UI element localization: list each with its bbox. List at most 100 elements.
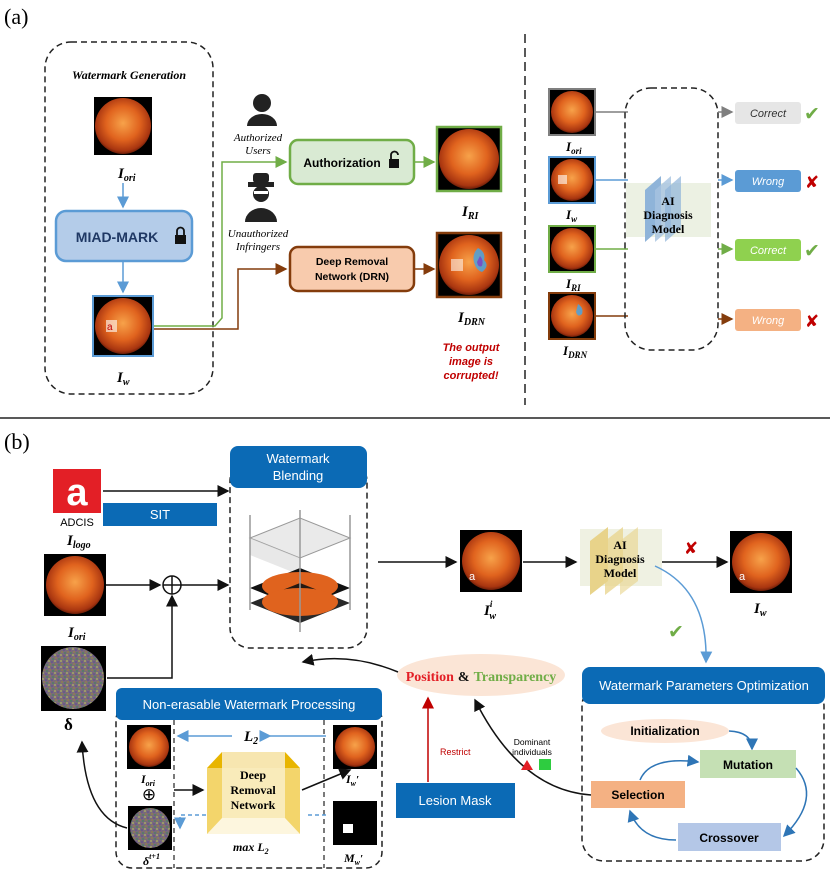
label-i-ori-small: Iori (140, 772, 156, 788)
authorized-users-label-1: Authorized (233, 132, 283, 144)
mutation-label: Mutation (723, 758, 773, 772)
dominant-label-2: individuals (512, 747, 552, 757)
result-box-4 (735, 309, 801, 331)
right-drn-image (548, 292, 596, 340)
authorized-users-label-2: Users (245, 145, 271, 157)
right-label-drn: IDRN (562, 343, 588, 360)
miad-mark-box (54, 209, 194, 263)
fundus-image-iwi: a (460, 530, 522, 592)
ai-model-b-1: AI (613, 538, 627, 552)
fundus-image-ri (435, 125, 503, 193)
check-icon-1: ✔ (804, 104, 820, 125)
unauthorized-label-2: Infringers (235, 241, 280, 253)
result-box-3 (735, 239, 801, 261)
cross-icon-2: ✘ (805, 173, 819, 192)
fundus-image-iw-final: a (730, 531, 792, 593)
adcis-logo-icon: a (53, 469, 101, 514)
noise-image-delta-t (128, 806, 172, 850)
ai-model-b-2: Diagnosis (595, 552, 645, 566)
corrupted-note-1: The output (443, 342, 501, 354)
label-i-ri: IRI (461, 204, 480, 222)
authorized-user-icon (247, 94, 277, 126)
drn-b-label-1: Deep (240, 768, 266, 782)
fundus-image-watermarked: a (92, 295, 154, 357)
non-erasable-box (115, 703, 383, 869)
label-i-drn: IDRN (457, 310, 486, 328)
check-icon-b: ✔ (668, 622, 684, 643)
crossover-box (678, 823, 781, 851)
fundus-image-ori-small (127, 725, 171, 769)
lock-icon (175, 226, 186, 244)
result-box-2 (735, 170, 801, 192)
green-square-icon (539, 759, 551, 770)
authorization-box (288, 138, 416, 186)
label-i-w-final: Iw (753, 601, 767, 619)
drn-block-icon (207, 752, 300, 834)
mask-image-mw-prime (333, 801, 377, 845)
watermark-blending-label-2: Blending (273, 468, 324, 483)
label-i-logo: Ilogo (66, 533, 91, 551)
logo-text: ADCIS (60, 517, 94, 529)
drn-b-label-3: Network (231, 798, 276, 812)
wpo-header (582, 667, 825, 704)
right-ri-image (548, 225, 596, 273)
watermark-blending-label-1: Watermark (266, 451, 330, 466)
max-l2-label: max L2 (233, 840, 269, 856)
mutation-box (700, 750, 796, 778)
dominant-label-1: Dominant (514, 737, 551, 747)
ai-model-3d-icon-b (580, 527, 662, 595)
watermark-blending-box (229, 460, 368, 649)
ai-model-box-a (624, 87, 719, 351)
fundus-image-drn (435, 231, 503, 299)
right-w-image (548, 156, 596, 204)
selection-label: Selection (611, 788, 664, 802)
drn-label-2: Network (DRN) (315, 271, 389, 283)
ai-model-a-2: Diagnosis (643, 208, 693, 222)
corrupted-note-3: corrupted! (444, 370, 499, 382)
lesion-mask-label: Lesion Mask (419, 793, 492, 808)
cross-icon-b: ✘ (684, 539, 698, 558)
sit-label: SIT (150, 507, 170, 522)
position-transparency-label: Position&Transparency (406, 670, 557, 685)
authorization-label: Authorization (303, 156, 380, 170)
wpo-label: Watermark Parameters Optimization (599, 678, 809, 693)
infringer-icon (245, 173, 277, 222)
corrupted-note-2: image is (449, 356, 493, 368)
l2-label: L2 (243, 729, 258, 747)
label-i-w-prime: Iw′ (345, 772, 359, 788)
blending-layers-icon (248, 510, 352, 632)
initialization-ellipse (601, 719, 729, 743)
right-ori-image (548, 88, 596, 136)
svg-text:a: a (469, 571, 476, 583)
fundus-image-ori (94, 97, 152, 155)
watermark-generation-box (44, 41, 214, 395)
label-i-w: Iw (116, 370, 130, 388)
fundus-image-ori-b (44, 554, 106, 616)
result-label-4: Wrong (752, 315, 785, 327)
svg-text:a: a (66, 472, 88, 514)
result-label-2: Wrong (752, 176, 785, 188)
sit-box (103, 503, 217, 526)
ai-model-3d-icon-a (626, 176, 711, 242)
drn-b-label-2: Removal (230, 783, 276, 797)
drn-box (288, 245, 416, 293)
ai-model-b-3: Model (604, 566, 637, 580)
right-label-ori: Iori (565, 139, 582, 156)
unlock-icon (389, 150, 399, 168)
noise-image-delta (41, 646, 106, 711)
delta-label: δ (64, 715, 73, 734)
non-erasable-label: Non-erasable Watermark Processing (143, 697, 356, 712)
initialization-label: Initialization (630, 724, 699, 738)
red-triangle-icon (521, 760, 533, 770)
result-box-1 (735, 102, 801, 124)
plus-operator-2: ⊕ (142, 785, 156, 804)
ai-model-a-3: Model (652, 222, 685, 236)
label-delta-t: δt+1 (143, 852, 160, 868)
svg-text:a: a (107, 322, 113, 333)
label-m-w-prime: Mw′ (343, 851, 363, 867)
label-i-ori-b: Iori (67, 625, 86, 643)
right-label-w: Iw (565, 207, 578, 224)
unauthorized-label-1: Unauthorized (228, 228, 289, 240)
label-i-ori: Iori (117, 166, 136, 184)
